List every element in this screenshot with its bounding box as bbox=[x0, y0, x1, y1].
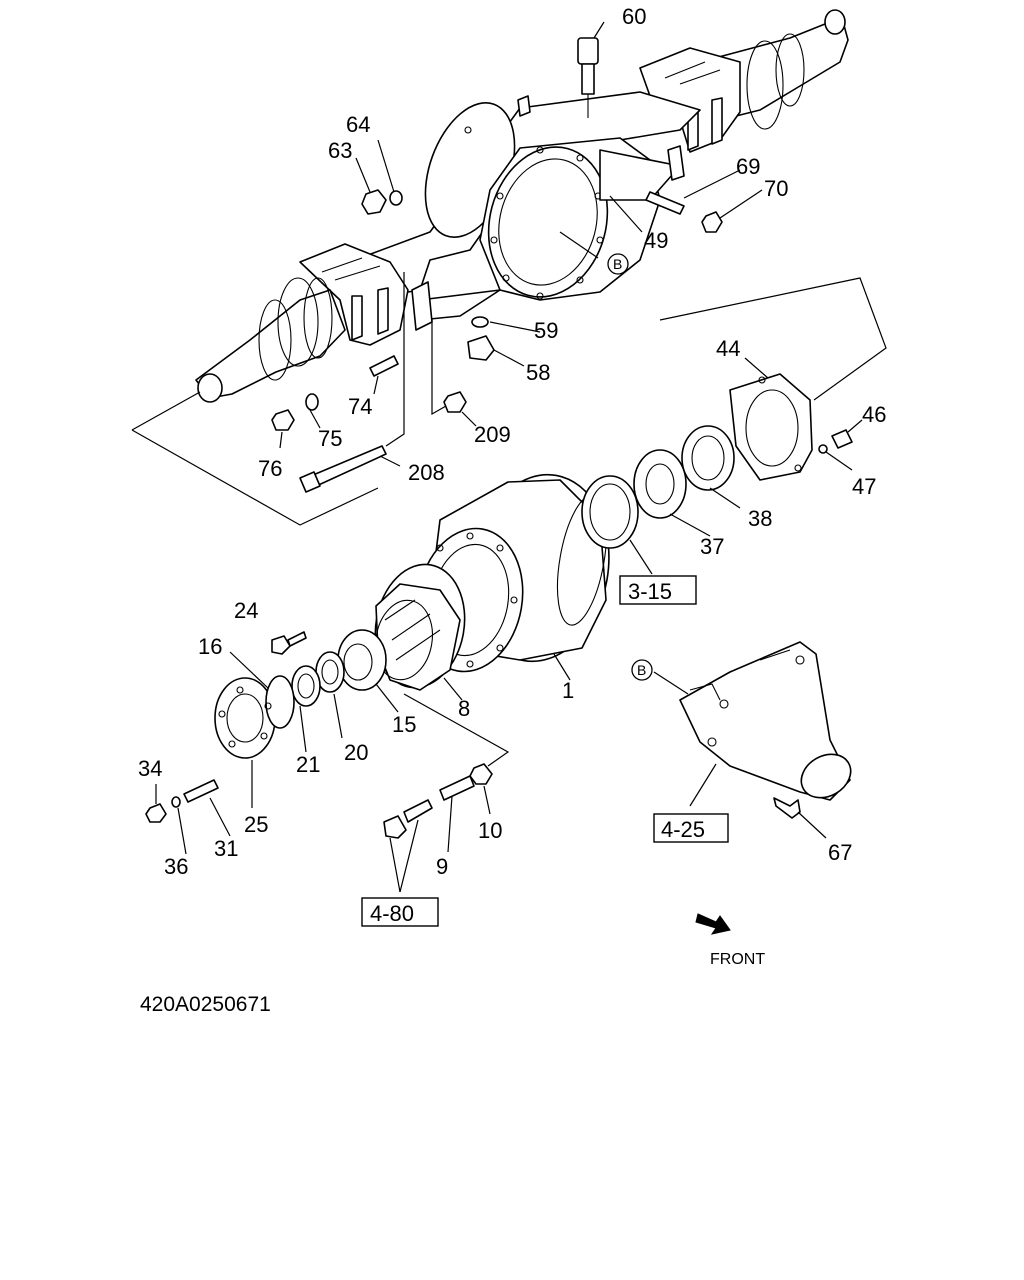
svg-text:B: B bbox=[637, 662, 646, 678]
callout-70: 70 bbox=[764, 176, 788, 201]
callout-10: 10 bbox=[478, 818, 502, 843]
hub bbox=[374, 563, 466, 691]
callout-36: 36 bbox=[164, 854, 188, 879]
ref-box-3-15[interactable]: 3-15 bbox=[619, 575, 697, 605]
washer-36 bbox=[171, 796, 181, 808]
lock-nut bbox=[291, 665, 321, 707]
washer-64 bbox=[389, 190, 403, 206]
callout-208: 208 bbox=[408, 460, 445, 485]
nut-10 bbox=[469, 763, 493, 785]
callout-63: 63 bbox=[328, 138, 352, 163]
nut-70 bbox=[701, 211, 723, 233]
callout-20: 20 bbox=[344, 740, 368, 765]
nut-63 bbox=[361, 189, 387, 215]
brake-drum bbox=[416, 473, 610, 673]
axle-shaft-flange bbox=[214, 675, 295, 759]
callout-74: 74 bbox=[348, 394, 372, 419]
bolt-74 bbox=[369, 355, 399, 377]
hub-cover-44 bbox=[729, 373, 813, 481]
svg-text:3-15: 3-15 bbox=[628, 579, 672, 604]
callout-34: 34 bbox=[138, 756, 162, 781]
callout-46: 46 bbox=[862, 402, 886, 427]
bolt-60 bbox=[577, 37, 599, 118]
bolt-9 bbox=[439, 775, 475, 801]
bearing-cup bbox=[681, 425, 735, 491]
callout-69: 69 bbox=[736, 154, 760, 179]
callout-76: 76 bbox=[258, 456, 282, 481]
callout-64: 64 bbox=[346, 112, 370, 137]
svg-text:4-25: 4-25 bbox=[661, 817, 705, 842]
callout-8: 8 bbox=[458, 696, 470, 721]
callout-1: 1 bbox=[562, 678, 574, 703]
callout-67: 67 bbox=[828, 840, 852, 865]
ref-box-4-80[interactable]: 4-80 bbox=[361, 897, 439, 927]
callout-9: 9 bbox=[436, 854, 448, 879]
plug-58 bbox=[467, 335, 495, 361]
callout-25: 25 bbox=[244, 812, 268, 837]
callout-37: 37 bbox=[700, 534, 724, 559]
nut-34 bbox=[145, 803, 167, 823]
view-mark-b-housing: B bbox=[607, 253, 629, 275]
callout-209: 209 bbox=[474, 422, 511, 447]
front-label: FRONT bbox=[710, 951, 765, 968]
fitting-4-80 bbox=[383, 799, 433, 839]
callout-38: 38 bbox=[748, 506, 772, 531]
callout-31: 31 bbox=[214, 836, 238, 861]
view-mark-b-cover: B bbox=[631, 659, 653, 681]
callout-21: 21 bbox=[296, 752, 320, 777]
front-arrow-icon bbox=[695, 913, 731, 935]
callout-59: 59 bbox=[534, 318, 558, 343]
ref-box-4-25[interactable]: 4-25 bbox=[653, 813, 729, 843]
oil-seal-37 bbox=[581, 475, 639, 549]
callout-24: 24 bbox=[234, 598, 258, 623]
inner-bearing bbox=[337, 629, 387, 691]
stud-69 bbox=[645, 191, 685, 215]
bolt-208 bbox=[299, 445, 387, 493]
callout-15: 15 bbox=[392, 712, 416, 737]
drawing-code: 420A0250671 bbox=[140, 993, 271, 1016]
svg-text:B: B bbox=[613, 256, 622, 272]
callout-75: 75 bbox=[318, 426, 342, 451]
washer-75 bbox=[305, 393, 319, 411]
leader-lines bbox=[131, 21, 887, 893]
callout-16: 16 bbox=[198, 634, 222, 659]
outer-bearing-38 bbox=[633, 449, 687, 519]
svg-text:4-80: 4-80 bbox=[370, 901, 414, 926]
callout-labels: 60 64 63 69 70 49 59 58 44 46 47 74 75 7… bbox=[138, 4, 886, 879]
nut-76 bbox=[271, 409, 295, 431]
bolt-24 bbox=[271, 631, 307, 655]
callout-47: 47 bbox=[852, 474, 876, 499]
nut-209 bbox=[443, 391, 467, 413]
callout-49: 49 bbox=[644, 228, 668, 253]
washer-47 bbox=[818, 444, 828, 454]
callout-44: 44 bbox=[716, 336, 740, 361]
dust-cover bbox=[679, 641, 852, 801]
axle-housing bbox=[195, 9, 849, 403]
callout-58: 58 bbox=[526, 360, 550, 385]
bolt-46 bbox=[831, 429, 853, 449]
stud-31 bbox=[183, 779, 219, 803]
washer-59 bbox=[471, 316, 489, 328]
callout-60: 60 bbox=[622, 4, 646, 29]
bolt-67 bbox=[773, 797, 801, 819]
